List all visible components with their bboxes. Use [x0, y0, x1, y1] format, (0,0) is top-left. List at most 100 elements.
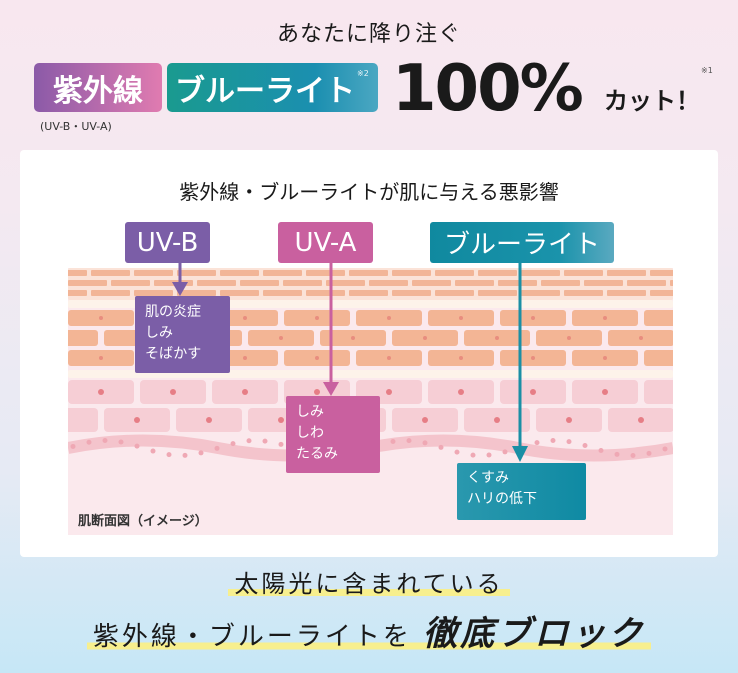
cell-nucleus: [182, 452, 188, 458]
cell-nucleus: [166, 452, 172, 458]
cell-nucleus: [495, 336, 499, 340]
corneum-strip: [306, 270, 345, 276]
cell-nucleus: [422, 417, 428, 423]
cell-nucleus: [602, 389, 608, 395]
cell-nucleus: [458, 389, 464, 395]
effect-item: しみ: [296, 404, 324, 420]
cell-nucleus: [566, 439, 572, 445]
footnote-mark-1: ※1: [701, 66, 713, 75]
cell-nucleus: [638, 417, 644, 423]
cell-nucleus: [534, 440, 540, 446]
footer-line-2: 紫外線・ブルーライトを 徹底ブロック: [0, 612, 738, 659]
blue-light-badge-text: ブルーライト: [175, 73, 355, 109]
blue-light-effects: くすみ ハリの低下: [457, 463, 586, 520]
percent-text: 100%: [392, 52, 584, 126]
uva-effects: しみ しわ たるみ: [286, 396, 380, 473]
cell-nucleus: [494, 417, 500, 423]
epidermis-cell: [644, 310, 673, 326]
cell-nucleus: [603, 356, 607, 360]
corneum-strip: [111, 280, 150, 286]
footer-line-2-emphasis: 徹底ブロック: [423, 614, 646, 654]
corneum-strip: [392, 270, 431, 276]
diagram-caption: 肌断面図（イメージ）: [78, 514, 208, 529]
cell-nucleus: [98, 389, 104, 395]
cell-nucleus: [486, 452, 492, 458]
cell-nucleus: [422, 440, 428, 446]
corneum-strip: [564, 270, 603, 276]
cell-nucleus: [459, 316, 463, 320]
corneum-strip: [326, 280, 365, 286]
corneum-strip: [650, 270, 673, 276]
cell-nucleus: [198, 450, 204, 456]
uvb-arrow: [172, 263, 188, 296]
cell-nucleus: [278, 441, 284, 447]
corneum-strip: [177, 290, 216, 296]
cell-nucleus: [206, 417, 212, 423]
effect-item: しわ: [296, 425, 324, 441]
cell-nucleus: [566, 417, 572, 423]
cell-nucleus: [118, 439, 124, 445]
corneum-strip: [369, 280, 408, 286]
cell-nucleus: [603, 316, 607, 320]
cell-nucleus: [134, 417, 140, 423]
corneum-strip: [349, 290, 388, 296]
footer-line-2-prefix: 紫外線・ブルーライトを: [92, 622, 412, 652]
corneum-strip: [177, 270, 216, 276]
cell-nucleus: [214, 445, 220, 451]
corneum-strip: [607, 290, 646, 296]
corneum-strip: [68, 290, 87, 296]
corneum-strip: [349, 270, 388, 276]
uv-subtitle: (UV-B・UV-A): [40, 120, 112, 133]
blue-light-arrow: [512, 263, 528, 462]
cell-nucleus: [390, 439, 396, 445]
effect-item: たるみ: [296, 446, 338, 462]
cell-nucleus: [598, 447, 604, 453]
corneum-strip: [240, 280, 279, 286]
corneum-strip: [584, 280, 623, 286]
cell-nucleus: [387, 316, 391, 320]
footnote-mark-2: ※2: [357, 69, 369, 78]
cell-nucleus: [278, 417, 284, 423]
cell-nucleus: [315, 356, 319, 360]
corneum-strip: [91, 270, 130, 276]
cell-nucleus: [614, 451, 620, 457]
uvb-label: UV-B: [125, 222, 210, 263]
corneum-strip: [306, 290, 345, 296]
corneum-strip: [541, 280, 580, 286]
cell-nucleus: [150, 448, 156, 454]
cell-nucleus: [102, 438, 108, 444]
cell-nucleus: [262, 438, 268, 444]
corneum-strip: [68, 280, 107, 286]
corneum-strip: [263, 270, 302, 276]
cell-nucleus: [387, 356, 391, 360]
effect-item: しみ: [145, 325, 173, 341]
diagram-title: 紫外線・ブルーライトが肌に与える悪影響: [179, 180, 559, 204]
cell-nucleus: [243, 316, 247, 320]
cell-nucleus: [351, 336, 355, 340]
epidermis-cell: [68, 330, 98, 346]
corneum-strip: [91, 290, 130, 296]
cell-nucleus: [646, 450, 652, 456]
cell-nucleus: [314, 389, 320, 395]
corneum-strip: [197, 280, 236, 286]
cut-group: カット！ ※1: [604, 66, 713, 116]
uva-arrow: [323, 263, 339, 396]
cell-nucleus: [230, 441, 236, 447]
cell-nucleus: [315, 316, 319, 320]
cell-nucleus: [242, 389, 248, 395]
lead-text: あなたに降り注ぐ: [276, 22, 461, 47]
effect-item: 肌の炎症: [145, 304, 201, 320]
corneum-strip: [478, 290, 517, 296]
corneum-strip: [134, 290, 173, 296]
corneum-strip: [627, 280, 666, 286]
corneum-strip: [650, 290, 673, 296]
corneum-strip: [564, 290, 603, 296]
corneum-strip: [607, 270, 646, 276]
corneum-strip: [220, 290, 259, 296]
uva-label: UV-A: [278, 222, 373, 263]
uv-badge: 紫外線: [34, 63, 162, 112]
cell-nucleus: [406, 438, 412, 444]
epidermis-cell: [644, 350, 673, 366]
cell-nucleus: [531, 356, 535, 360]
